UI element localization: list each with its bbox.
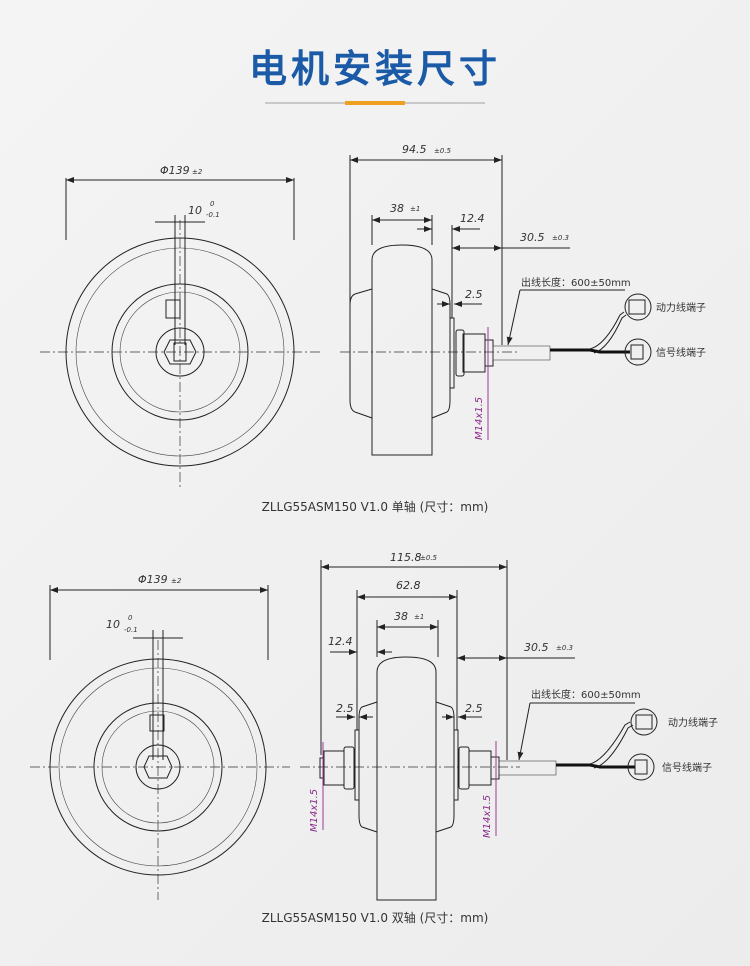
overall-tol-double: ±0.5 — [420, 554, 438, 562]
key-tol-lower-double: -0.1 — [124, 626, 138, 634]
diameter-tol: ±2 — [192, 168, 203, 176]
hub-width-double: 62.8 — [396, 579, 421, 592]
body-tol: ±1 — [410, 205, 420, 213]
shaft-tol: ±0.3 — [552, 234, 569, 242]
diameter-tol-double: ±2 — [171, 577, 182, 585]
hub-offset: 12.4 — [460, 212, 485, 225]
key-tol-upper-double: 0 — [128, 614, 133, 622]
signal-terminal-label-double: 信号线端子 — [662, 761, 712, 774]
flange-right-dim: 2.5 — [465, 702, 483, 715]
key-tol-lower: -0.1 — [206, 211, 220, 219]
thread-label: M14x1.5 — [474, 397, 485, 440]
front-view-double — [30, 585, 290, 900]
cable-length: 出线长度：600±50mm — [521, 276, 631, 289]
title-accent — [345, 101, 405, 105]
overall-tol: ±0.5 — [434, 147, 452, 155]
key-tol-upper: 0 — [210, 200, 215, 208]
body-width-double: 38 — [394, 610, 408, 623]
power-terminal-label-double: 动力线端子 — [668, 716, 718, 729]
shaft-length-double: 30.5 — [524, 641, 549, 654]
power-terminal-label: 动力线端子 — [656, 301, 706, 314]
key-width-double: 10 — [106, 618, 120, 631]
overall-length-double: 115.8 — [390, 551, 422, 564]
double-shaft-drawing: Φ139 ±2 10 0 -0.1 — [30, 551, 718, 901]
body-tol-double: ±1 — [414, 613, 424, 621]
single-shaft-caption: ZLLG55ASM150 V1.0 单轴 (尺寸：mm) — [261, 500, 489, 514]
front-view — [40, 177, 320, 490]
overall-length: 94.5 — [402, 143, 427, 156]
body-width: 38 — [390, 202, 404, 215]
shaft-tol-double: ±0.3 — [556, 644, 573, 652]
flange-left-dim: 2.5 — [336, 702, 354, 715]
hub-offset-double: 12.4 — [328, 635, 353, 648]
side-view-double — [300, 560, 658, 901]
side-view — [340, 155, 652, 456]
flange-dim: 2.5 — [465, 288, 483, 301]
cable-length-double: 出线长度：600±50mm — [531, 688, 641, 701]
page-title: 电机安装尺寸 — [248, 47, 501, 91]
signal-terminal-label: 信号线端子 — [656, 346, 706, 359]
thread-right-label: M14x1.5 — [482, 795, 493, 838]
single-shaft-drawing: Φ139 ±2 10 0 -0.1 94.5 — [40, 143, 706, 490]
thread-left-label: M14x1.5 — [309, 789, 320, 832]
double-shaft-caption: ZLLG55ASM150 V1.0 双轴 (尺寸：mm) — [261, 911, 489, 925]
title-underline — [265, 101, 485, 105]
diameter-label: Φ139 — [160, 164, 190, 177]
key-width: 10 — [188, 204, 202, 217]
shaft-length: 30.5 — [520, 231, 545, 244]
diameter-label-double: Φ139 — [138, 573, 168, 586]
